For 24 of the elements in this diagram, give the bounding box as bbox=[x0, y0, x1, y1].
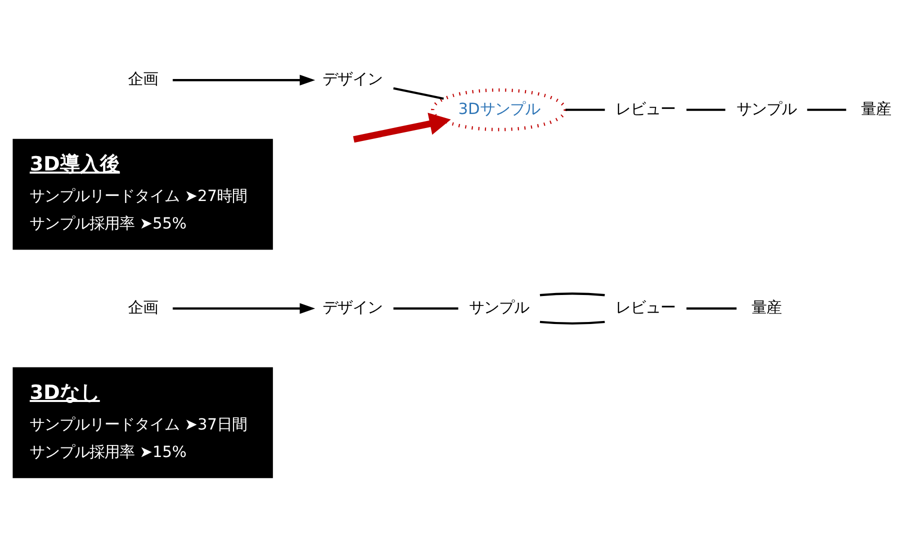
node-text: 企画 bbox=[128, 70, 158, 88]
arrow bbox=[353, 112, 451, 143]
connector bbox=[540, 320, 605, 324]
connector bbox=[393, 307, 458, 310]
connector bbox=[393, 87, 444, 100]
node-box: 3Dなし サンプルリードタイム ➤37日間 サンプル採用率 ➤15% bbox=[12, 367, 273, 478]
node-text: デザイン bbox=[322, 70, 383, 88]
node-text: 量産 bbox=[861, 100, 892, 118]
connector bbox=[686, 307, 737, 310]
node-text: サンプル bbox=[736, 100, 796, 118]
node-text: 量産 bbox=[751, 298, 782, 317]
node-text: レビュー bbox=[616, 100, 676, 118]
node-text: サンプル bbox=[469, 298, 530, 317]
node-text: 企画 bbox=[128, 298, 158, 317]
node-text: デザイン bbox=[322, 298, 383, 317]
connector bbox=[807, 108, 846, 111]
node-ellipse: 3Dサンプル bbox=[431, 88, 567, 132]
arrow bbox=[172, 74, 316, 86]
connector bbox=[540, 292, 605, 296]
connector bbox=[686, 108, 726, 111]
node-text: レビュー bbox=[616, 298, 676, 317]
node-box: 3D導入後 サンプルリードタイム ➤27時間 サンプル採用率 ➤55% bbox=[12, 138, 273, 250]
connector bbox=[566, 108, 605, 111]
arrow bbox=[172, 303, 316, 314]
